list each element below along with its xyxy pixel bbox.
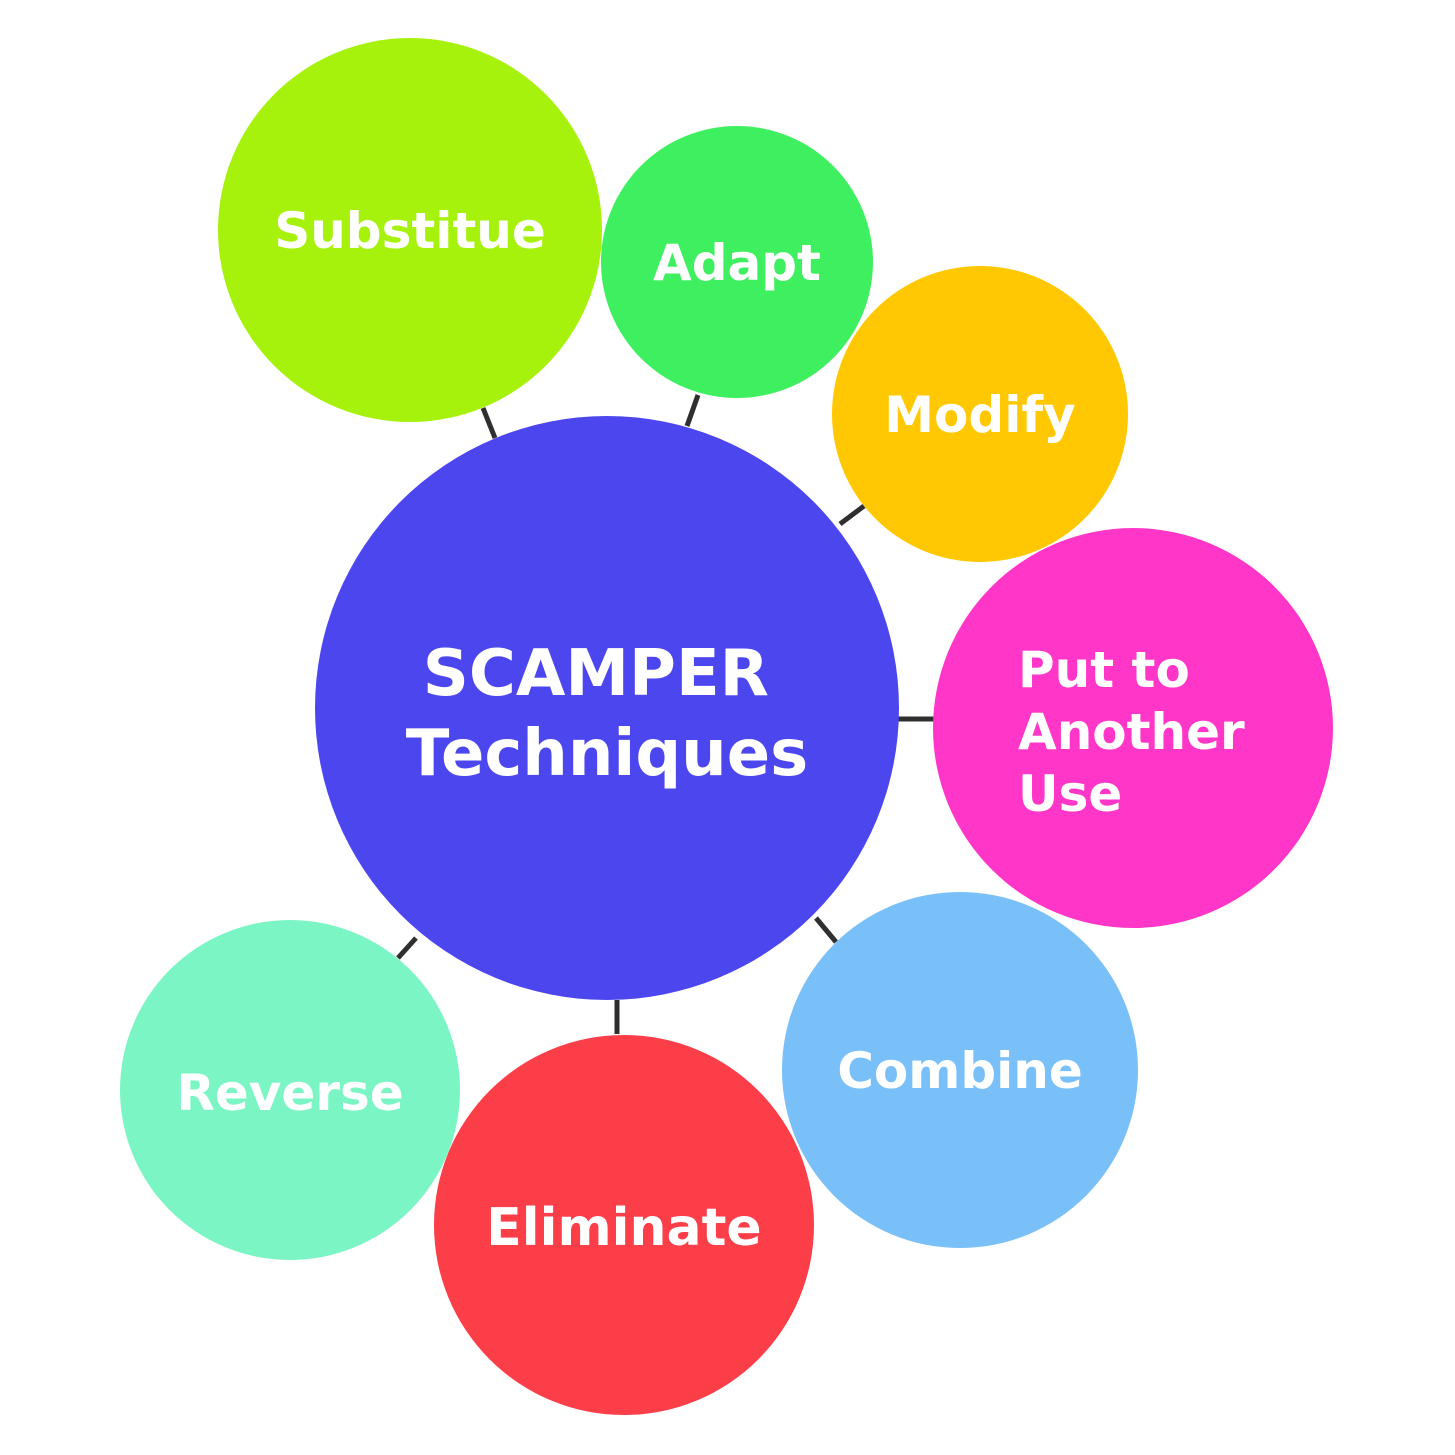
- node-substitue-label: Substitue: [274, 202, 546, 260]
- connector-modify: [838, 504, 866, 526]
- center-line-2: Techniques: [406, 717, 808, 791]
- node-put-to-another-use: Put to Another Use: [933, 528, 1333, 928]
- connector-combine: [814, 916, 838, 944]
- node-modify-label: Modify: [884, 386, 1075, 444]
- connector-reverse: [396, 936, 418, 960]
- node-eliminate-label: Eliminate: [486, 1198, 761, 1258]
- node-combine-line-1: Combine: [837, 1042, 1083, 1100]
- node-combine-circle: [782, 892, 1138, 1248]
- node-adapt-line-1: Adapt: [653, 234, 821, 292]
- node-modify-circle: [832, 266, 1128, 562]
- node-reverse-circle: [120, 920, 460, 1260]
- node-put-to-another-use-line-3: Use: [1018, 765, 1122, 823]
- connectors: [396, 394, 935, 1034]
- node-reverse-line-1: Reverse: [176, 1064, 403, 1122]
- node-modify: Modify: [832, 266, 1128, 562]
- node-substitue-circle: [218, 38, 602, 422]
- node-substitue: Substitue: [218, 38, 602, 422]
- node-combine: Combine: [782, 892, 1138, 1248]
- node-put-to-another-use-line-2: Another: [1018, 703, 1245, 761]
- node-substitue-line-1: Substitue: [274, 202, 546, 260]
- node-reverse-label: Reverse: [176, 1064, 403, 1122]
- node-modify-line-1: Modify: [884, 386, 1075, 444]
- node-put-to-another-use-circle: [933, 528, 1333, 928]
- node-center: SCAMPER Techniques: [315, 416, 899, 1000]
- connector-adapt: [684, 394, 701, 427]
- node-adapt-circle: [601, 126, 873, 398]
- center-line-1: SCAMPER: [423, 637, 769, 711]
- node-adapt-label: Adapt: [653, 234, 821, 292]
- connector-substitue: [480, 407, 498, 439]
- center-circle: [315, 416, 899, 1000]
- center-label: SCAMPER Techniques: [406, 637, 808, 791]
- node-put-to-another-use-line-1: Put to: [1018, 641, 1190, 699]
- node-eliminate-circle: [434, 1035, 814, 1415]
- node-eliminate: Eliminate: [434, 1035, 814, 1415]
- node-eliminate-line-1: Eliminate: [486, 1198, 761, 1258]
- node-reverse: Reverse: [120, 920, 460, 1260]
- node-put-to-another-use-label: Put to Another Use: [1018, 641, 1262, 823]
- node-combine-label: Combine: [837, 1042, 1083, 1100]
- node-adapt: Adapt: [601, 126, 873, 398]
